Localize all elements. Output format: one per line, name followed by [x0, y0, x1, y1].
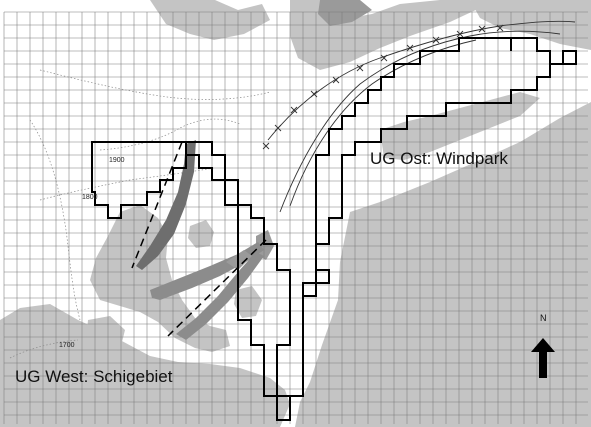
ridge-band-north: [136, 140, 196, 270]
boundary-west-ski-area: [91, 141, 291, 421]
contour-line-1800: [39, 167, 215, 201]
turbine-mark-icon: [478, 25, 486, 33]
grid-layer: [3, 11, 588, 424]
terrain-southwest-mass: [0, 304, 290, 427]
contour-line-1700: [9, 339, 79, 359]
turbine-mark-icon: [456, 30, 464, 38]
lift-lines: [131, 141, 267, 337]
turbine-mark-icon: [274, 124, 282, 132]
lift-line-south: [167, 239, 267, 337]
contour-line-1900: [99, 118, 241, 151]
study-area-boundaries: [91, 37, 577, 421]
turbine-mark-icon: [496, 24, 504, 32]
turbine-mark-icon: [432, 36, 440, 44]
turbine-track-upper: [267, 20, 576, 141]
contour-label-1900: 1900: [109, 157, 125, 164]
terrain-east-landmass: [295, 102, 591, 427]
turbine-mark-icon: [332, 76, 340, 84]
turbine-mark-icon: [310, 90, 318, 98]
north-arrow-icon: [531, 338, 555, 378]
west-area-label: UG West: Schigebiet: [15, 367, 173, 386]
turbine-track-lower: [279, 30, 561, 213]
terrain-northwest-strip: [150, 0, 270, 40]
contour-label-1800: 1800: [82, 194, 98, 201]
terrain-ridge-strip: [234, 286, 262, 318]
turbine-mark-icon: [290, 106, 298, 114]
contour-lines: [9, 69, 271, 359]
turbine-mark-icon: [356, 64, 364, 72]
terrain-dark-north: [318, 0, 372, 26]
contour-label-1700: 1700: [59, 342, 75, 349]
east-area-label: UG Ost: Windpark: [370, 149, 508, 168]
contour-line-north: [39, 69, 271, 100]
north-label: N: [540, 313, 547, 323]
terrain-south-lobe: [86, 316, 125, 356]
lift-line-north: [131, 141, 183, 269]
turbine-mark-icon: [380, 54, 388, 62]
terrain-central-patch: [188, 220, 214, 248]
turbine-mark-icon: [262, 142, 270, 150]
contour-line-west: [29, 119, 81, 321]
turbine-marks: [262, 24, 504, 150]
ridge-bands: [136, 140, 264, 340]
ridge-band-south: [176, 252, 264, 340]
turbine-mark-icon: [406, 44, 414, 52]
boundary-east-windpark: [290, 37, 577, 397]
